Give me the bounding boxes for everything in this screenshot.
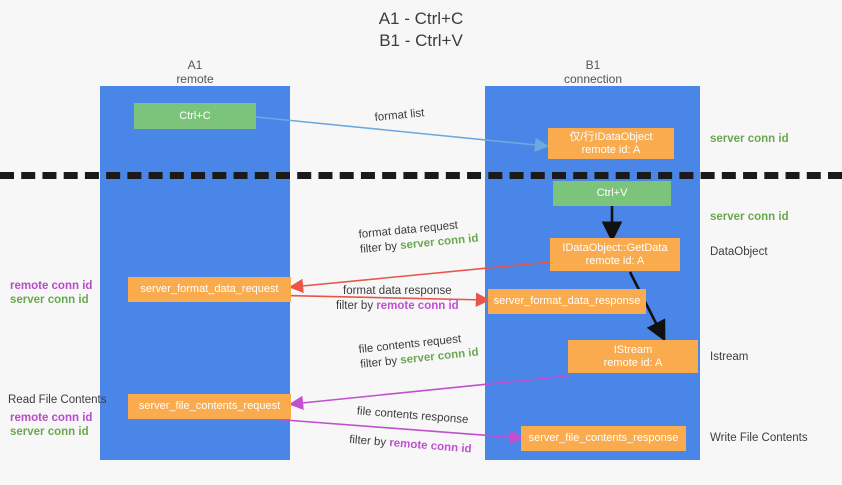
label-write-file-contents-text: Write File Contents	[710, 432, 808, 444]
label-istream: Istream	[710, 350, 748, 364]
label-server-conn-id-left-bottom: server conn id	[10, 426, 89, 438]
column-header-a1-name: A1	[187, 58, 203, 72]
box-server-format-data-request[interactable]: server_format_data_request	[128, 277, 291, 302]
filter-value-remote-conn-id: remote conn id	[376, 300, 459, 312]
box-idataobject-sub: remote id: A	[581, 143, 641, 156]
arrow-label-format-data-response-line1: format data response	[343, 285, 452, 297]
box-server-file-contents-request-label: server_file_contents_request	[138, 400, 281, 412]
filter-prefix: filter by	[336, 300, 377, 312]
label-remote-conn-id-bottom: remote conn id	[10, 412, 93, 424]
box-ctrl-v[interactable]: Ctrl+V	[553, 181, 671, 206]
box-getdata-title: IDataObject::GetData	[562, 241, 668, 254]
filter-prefix: filter by	[359, 240, 401, 256]
arrow-format-data-request	[288, 261, 551, 294]
label-server-conn-id-top-text: server conn id	[710, 133, 789, 145]
box-ctrl-c[interactable]: Ctrl+C	[134, 103, 256, 129]
box-istream-title: IStream	[613, 343, 653, 356]
column-header-a1-sub: remote	[176, 72, 214, 86]
arrow-label-format-data-response-line2: filter by remote conn id	[336, 299, 459, 314]
label-server-conn-id-mid-text: server conn id	[710, 211, 789, 223]
box-idataobject[interactable]: 仅/行IDataObject remote id: A	[548, 128, 674, 159]
column-header-b1-name: B1	[585, 58, 601, 72]
box-server-file-contents-response[interactable]: server_file_contents_response	[521, 426, 686, 451]
box-server-format-data-request-label: server_format_data_request	[140, 283, 279, 295]
box-istream-sub: remote id: A	[603, 356, 663, 369]
dashed-divider	[0, 172, 842, 179]
page-title: A1 - Ctrl+C B1 - Ctrl+V	[0, 8, 842, 52]
title-line-2: B1 - Ctrl+V	[379, 31, 463, 50]
label-read-file-contents-text: Read File Contents	[8, 394, 107, 406]
arrow-label-format-list-text: format list	[374, 107, 425, 124]
box-getdata-sub: remote id: A	[585, 254, 645, 267]
box-ctrl-c-label: Ctrl+C	[179, 109, 211, 122]
box-idataobject-title: 仅/行IDataObject	[569, 130, 653, 143]
label-dataobject-text: DataObject	[710, 246, 768, 258]
title-line-1: A1 - Ctrl+C	[378, 9, 464, 28]
label-conn-id-group-top: remote conn id server conn id	[10, 279, 92, 307]
label-conn-id-group-bottom: remote conn id server conn id	[10, 411, 92, 439]
column-header-b1-sub: connection	[563, 72, 623, 86]
filter-prefix: filter by	[348, 433, 390, 450]
column-header-b1: B1 connection	[533, 58, 653, 86]
arrow-file-contents-request	[288, 375, 569, 411]
label-dataobject: DataObject	[710, 245, 768, 259]
arrow-label-format-data-response: format data response filter by remote co…	[336, 284, 459, 314]
column-header-a1: A1 remote	[135, 58, 255, 86]
box-server-format-data-response[interactable]: server_format_data_response	[488, 289, 646, 314]
arrow-getdata-to-istream	[628, 271, 666, 342]
box-server-file-contents-response-label: server_file_contents_response	[528, 432, 679, 444]
box-server-file-contents-request[interactable]: server_file_contents_request	[128, 394, 291, 419]
label-remote-conn-id-top: remote conn id	[10, 280, 93, 292]
label-read-file-contents: Read File Contents	[8, 393, 106, 407]
label-istream-text: Istream	[710, 351, 749, 363]
filter-prefix: filter by	[359, 354, 401, 371]
arrow-format-list	[255, 116, 550, 153]
box-ctrl-v-label: Ctrl+V	[596, 187, 628, 199]
label-write-file-contents: Write File Contents	[710, 431, 808, 445]
label-server-conn-id-mid: server conn id	[710, 210, 789, 224]
label-server-conn-id-left-top: server conn id	[10, 294, 89, 306]
box-idataobject-getdata[interactable]: IDataObject::GetData remote id: A	[550, 238, 680, 271]
label-server-conn-id-top: server conn id	[710, 132, 789, 146]
box-istream[interactable]: IStream remote id: A	[568, 340, 698, 373]
box-server-format-data-response-label: server_format_data_response	[493, 295, 641, 307]
